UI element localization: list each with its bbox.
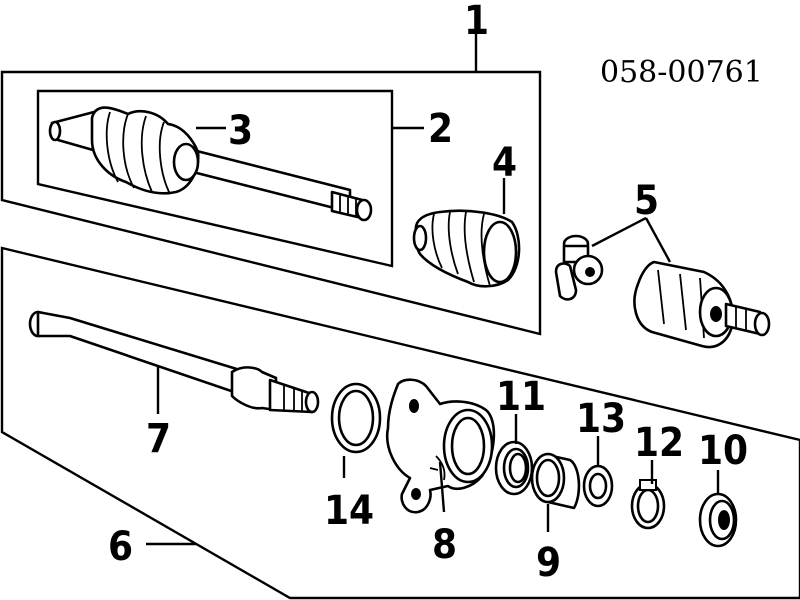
callout-5: 5 — [634, 178, 659, 224]
group-6-outline — [0, 246, 800, 600]
leader-8 — [438, 461, 446, 513]
oil-seal — [698, 492, 738, 548]
outer-shaft-assembly — [48, 106, 373, 222]
inner-boot — [412, 209, 521, 288]
callout-1: 1 — [464, 0, 489, 44]
callout-12: 12 — [634, 420, 684, 466]
intermediate-shaft — [28, 310, 320, 414]
leader-5a — [591, 216, 647, 248]
callout-2: 2 — [428, 106, 453, 152]
bearing — [530, 452, 581, 510]
snap-ring — [630, 479, 666, 530]
leader-5b — [644, 217, 672, 263]
callout-10: 10 — [698, 428, 748, 474]
callout-9: 9 — [536, 540, 561, 586]
callout-4: 4 — [492, 140, 517, 186]
callout-11: 11 — [496, 374, 546, 420]
outer-joint-housing — [633, 260, 771, 349]
part-number: 058-00761 — [600, 55, 763, 90]
tripod-joint — [554, 234, 604, 301]
dust-seal — [494, 440, 534, 496]
o-ring — [330, 382, 382, 454]
callout-14: 14 — [324, 488, 374, 534]
washer — [582, 464, 614, 508]
group-1-outline — [0, 70, 542, 336]
callout-8: 8 — [432, 522, 457, 568]
callout-13: 13 — [576, 396, 626, 442]
bearing-support — [385, 378, 496, 514]
callout-3: 3 — [228, 108, 253, 154]
group-2-outline — [36, 89, 394, 268]
callout-7: 7 — [146, 416, 171, 462]
callout-6: 6 — [108, 524, 133, 570]
